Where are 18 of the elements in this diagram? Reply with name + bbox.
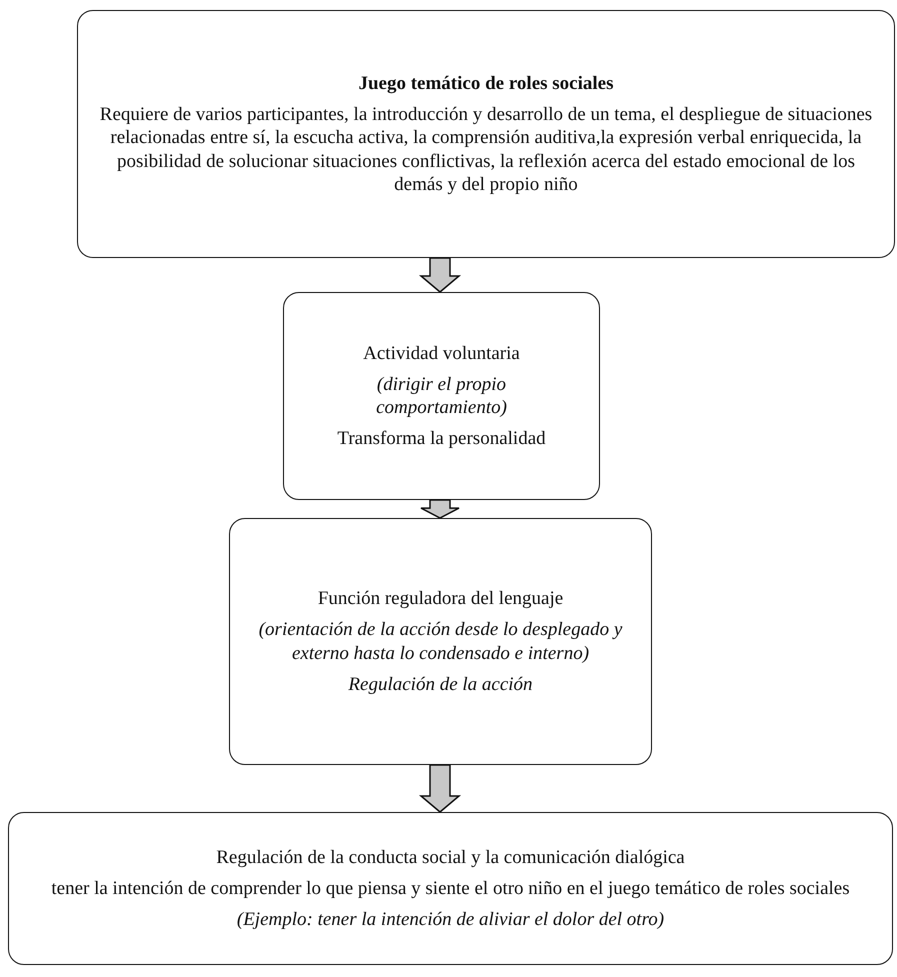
box-text: (dirigir el propio comportamiento) [375,372,508,420]
process-box [77,10,895,258]
box-text: Regulación de la acción [348,672,533,696]
box-text: (orientación de la acción desde lo desplegado y externo hasta lo condensado e interno) [258,618,624,665]
process-box [229,518,652,765]
box-heading: Juego temático de roles sociales [358,72,614,96]
block-arrow [418,764,462,813]
block-arrow [420,499,460,519]
box-text: Requiere de varios participantes, la introducción y desarrollo de un tema, el despliegue de situaciones relacionadas entre sí, la escucha activa, la comprensión auditiva,la expresión verbal enriquecida, la posibilidad de solucionar situaciones conflictivas, la reflexión acerca del estado emocional de los demás y del propio niño [98,103,874,196]
box-text: (Ejemplo: tener la intención de aliviar el dolor del otro) [236,908,664,932]
box-heading: Función reguladora del lenguaje [318,587,564,610]
box-text: tener la intención de comprender lo que piensa y siente el otro niño en el juego temático de roles sociales [51,876,850,900]
process-box [283,292,600,500]
process-box [8,812,893,965]
block-arrow [418,257,462,293]
box-heading: Regulación de la conducta social y la comunicación dialógica [216,846,685,869]
box-text: Transforma la personalidad [337,427,546,450]
box-heading: Actividad voluntaria [363,342,520,365]
